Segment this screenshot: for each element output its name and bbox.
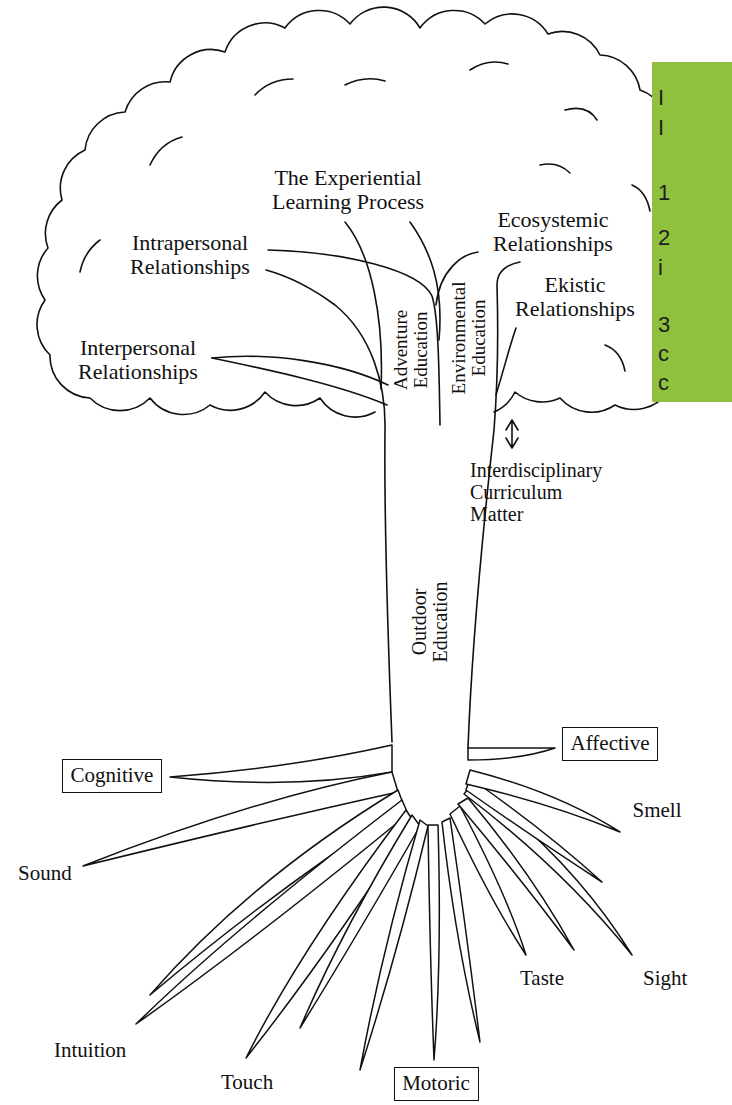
root bbox=[468, 748, 555, 760]
root bbox=[464, 784, 632, 955]
trunk-left bbox=[266, 270, 392, 742]
domain-label: Cognitive bbox=[71, 763, 154, 787]
root-label: Sight bbox=[643, 967, 687, 990]
branch bbox=[496, 328, 516, 395]
root bbox=[170, 745, 392, 782]
branch-label: Intrapersonal Relationships bbox=[120, 231, 260, 279]
root bbox=[360, 820, 428, 1070]
canopy-curl bbox=[470, 62, 508, 70]
cropped-letter: i bbox=[658, 256, 663, 280]
branch-label: Interpersonal Relationships bbox=[68, 336, 208, 384]
canopy-curl bbox=[540, 164, 570, 173]
canopy-curl bbox=[255, 79, 293, 95]
branch bbox=[212, 356, 388, 385]
root-label: Intuition bbox=[54, 1039, 126, 1062]
canopy-curl bbox=[565, 108, 597, 120]
cropped-letter: c bbox=[658, 371, 669, 395]
domain-box: Motoric bbox=[394, 1067, 479, 1101]
canopy-curl bbox=[345, 79, 385, 85]
green-text-panel bbox=[652, 62, 732, 402]
domain-label: Affective bbox=[571, 731, 650, 755]
domain-box: Affective bbox=[562, 727, 658, 761]
curriculum-note: Interdisciplinary Curriculum Matter bbox=[470, 459, 610, 525]
cropped-letter: I bbox=[658, 116, 664, 140]
root-label: Smell bbox=[633, 799, 682, 822]
branch bbox=[345, 222, 381, 389]
domain-box: Cognitive bbox=[62, 759, 162, 793]
branch-label: Ecosystemic Relationships bbox=[485, 208, 621, 256]
root-label: Touch bbox=[221, 1071, 273, 1094]
double-arrow bbox=[506, 420, 518, 448]
branch bbox=[268, 250, 440, 425]
canopy-curl bbox=[80, 240, 100, 272]
cropped-letter: 2 bbox=[658, 226, 670, 250]
trunk-label: Environmental Education bbox=[449, 268, 489, 408]
root bbox=[428, 825, 439, 1060]
canopy-curl bbox=[605, 345, 625, 371]
cropped-letter: I bbox=[658, 86, 664, 110]
cropped-letter: 1 bbox=[658, 181, 670, 205]
cropped-letter: c bbox=[658, 342, 669, 366]
root bbox=[466, 770, 620, 832]
canopy-curl bbox=[632, 185, 650, 211]
canopy-outline bbox=[37, 7, 708, 417]
trunk-label: Outdoor Education bbox=[409, 557, 451, 687]
trunk-label: Adventure Education bbox=[391, 295, 431, 405]
root-label: Sound bbox=[18, 862, 72, 885]
process-label: The Experiential Learning Process bbox=[261, 166, 436, 214]
cropped-letter: 3 bbox=[658, 313, 670, 337]
canopy-curl bbox=[150, 137, 182, 165]
domain-label: Motoric bbox=[402, 1071, 470, 1095]
branch bbox=[212, 358, 387, 405]
root-label: Taste bbox=[520, 967, 564, 990]
branch-label: Ekistic Relationships bbox=[507, 273, 643, 321]
